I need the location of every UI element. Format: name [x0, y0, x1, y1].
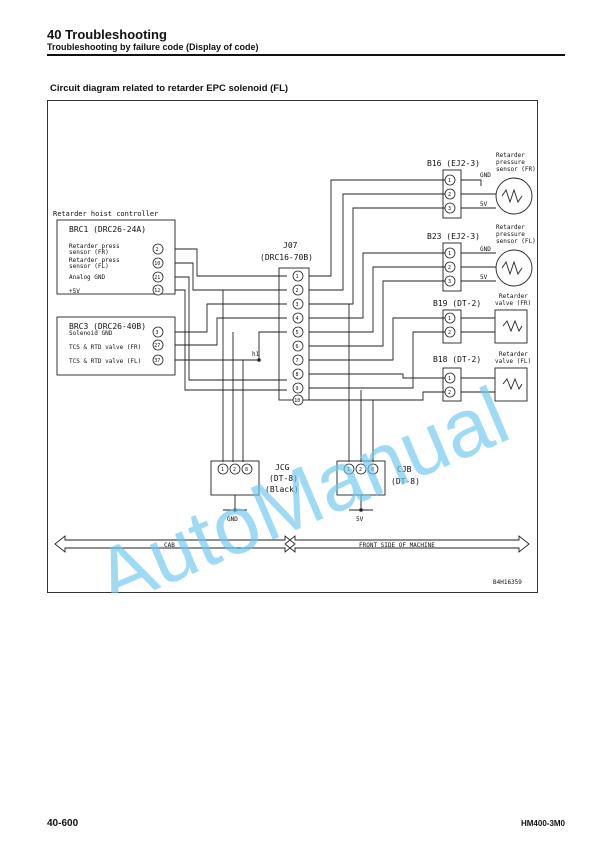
- j07-pin-number: 2: [296, 288, 299, 294]
- jcg-pin-number: 2: [233, 467, 236, 473]
- model-code: HM400-3M0: [520, 819, 565, 828]
- brc1-box: [56, 219, 176, 295]
- b23-pin-number: 1: [448, 251, 451, 257]
- cjb-supply-label: 5V: [356, 516, 364, 523]
- page-title: 40 Troubleshooting: [47, 27, 167, 42]
- b23-sensor: [495, 249, 533, 287]
- b18-label: B18 (DT-2): [433, 355, 481, 364]
- jcg-color: (Black): [265, 485, 299, 494]
- cab-arrow: [54, 535, 296, 553]
- jcg-type: (DT-8): [269, 474, 298, 483]
- b16-gnd-label: GND: [480, 172, 491, 179]
- diagram-frame: [47, 100, 538, 593]
- j07-type: (DRC16-70B): [260, 253, 313, 262]
- brc1-pin-number: 10: [154, 261, 160, 267]
- brc1-label: BRC1 (DRC26-24A): [69, 225, 146, 234]
- brc3-pin-label: Solenoid GND: [69, 330, 113, 337]
- b18-pin-number: 2: [448, 390, 451, 396]
- b19-device-line: valve (FR): [495, 300, 531, 307]
- b16-device-line: Retarder: [496, 152, 525, 159]
- b16-pin-number: 1: [448, 178, 451, 184]
- b23-label: B23 (EJ2-3): [427, 232, 480, 241]
- b19-pin-number: 1: [448, 316, 451, 322]
- b16-label: B16 (EJ2-3): [427, 159, 480, 168]
- b23-gnd-label: GND: [480, 246, 491, 253]
- b18-valve: [494, 367, 528, 402]
- brc3-pin-number: 27: [154, 343, 160, 349]
- jcg-label: JCG: [275, 463, 290, 472]
- section-title: Circuit diagram related to retarder EPC …: [50, 83, 289, 94]
- circuit-diagram: Retarder hoist controller BRC1 (DRC26-24…: [53, 152, 536, 593]
- b19-device-line: Retarder: [499, 293, 528, 300]
- page-number: 40-600: [47, 818, 79, 829]
- b23-pin-number: 3: [448, 279, 451, 285]
- b16-pin-number: 2: [448, 192, 451, 198]
- b18-box: [442, 367, 462, 402]
- b23-pin-number: 2: [448, 265, 451, 271]
- brc1-pin-label-line2: sensor (FR): [69, 249, 109, 256]
- jcg-pin-number: 1: [221, 467, 224, 473]
- b23-device-line: pressure: [496, 231, 525, 238]
- b23-device-line: sensor (FL): [496, 238, 536, 245]
- cjb-pin-number: 1: [347, 467, 350, 473]
- brc1-pin-label-line2: sensor (FL): [69, 263, 109, 270]
- brc3-box: [56, 316, 176, 376]
- b18-device-line: Retarder: [499, 351, 528, 358]
- j07-pin-number: 1: [296, 274, 299, 280]
- brc3-pin-label: TCS & RTD valve (FL): [69, 358, 141, 365]
- front-arrow: [284, 535, 530, 553]
- header-rule: [47, 54, 565, 56]
- j07-label: J07: [283, 241, 298, 250]
- jcg-pin-number: 8: [245, 467, 248, 473]
- j07-pin-number: 3: [296, 302, 299, 308]
- cjb-label: CJB: [397, 465, 412, 474]
- b23-5v-label: 5V: [480, 274, 488, 281]
- brc3-pin-number: 37: [154, 358, 160, 364]
- b19-label: B19 (DT-2): [433, 299, 481, 308]
- b18-pin-number: 1: [448, 376, 451, 382]
- cjb-type: (DT-8): [391, 477, 420, 486]
- j07-pin-number: 8: [296, 372, 299, 378]
- b16-pin-number: 3: [448, 206, 451, 212]
- b23-device-line: Retarder: [496, 224, 525, 231]
- brc1-pin-label: Analog GND: [69, 274, 106, 281]
- cab-label: CAB: [164, 542, 175, 549]
- j07-pin-number: 4: [296, 316, 299, 322]
- b16-device-line: pressure: [496, 159, 525, 166]
- b16-device-line: sensor (FR): [496, 166, 536, 173]
- cjb-pin-number: 2: [359, 467, 362, 473]
- brc3-pin-number: 3: [156, 330, 159, 336]
- jcg-ground-label: GND: [227, 516, 238, 523]
- j07-pin-number: 10: [294, 398, 300, 404]
- front-label: FRONT SIDE OF MACHINE: [359, 542, 435, 549]
- brc1-pin-label: +5V: [69, 288, 80, 295]
- b18-device-line: valve (FL): [495, 358, 531, 365]
- junction-label: h1: [252, 351, 260, 358]
- brc1-pin-label-line1: Retarder press: [69, 257, 120, 264]
- page-subtitle: Troubleshooting by failure code (Display…: [47, 42, 259, 52]
- cjb-pin-number: 8: [371, 467, 374, 473]
- brc1-pin-label-line1: Retarder press: [69, 243, 120, 250]
- brc1-pin-number: 21: [154, 275, 160, 281]
- b16-sensor: [495, 177, 533, 215]
- brc1-pin-number: 12: [154, 288, 160, 294]
- b19-pin-number: 2: [448, 330, 451, 336]
- controller-label: Retarder hoist controller: [53, 210, 158, 218]
- b16-5v-label: 5V: [480, 201, 488, 208]
- j07-pin-number: 9: [296, 386, 299, 392]
- brc1-pin-number: 2: [156, 247, 159, 253]
- b19-valve: [494, 309, 528, 344]
- brc3-pin-label: TCS & RTD valve (FR): [69, 344, 141, 351]
- j07-pin-number: 7: [296, 358, 299, 364]
- j07-pin-number: 6: [296, 344, 299, 350]
- j07-pin-number: 5: [296, 330, 299, 336]
- b19-box: [442, 309, 462, 344]
- drawing-id: B4H16359: [493, 579, 522, 586]
- junction-dot: [257, 358, 261, 362]
- brc3-label: BRC3 (DRC26-40B): [69, 322, 146, 331]
